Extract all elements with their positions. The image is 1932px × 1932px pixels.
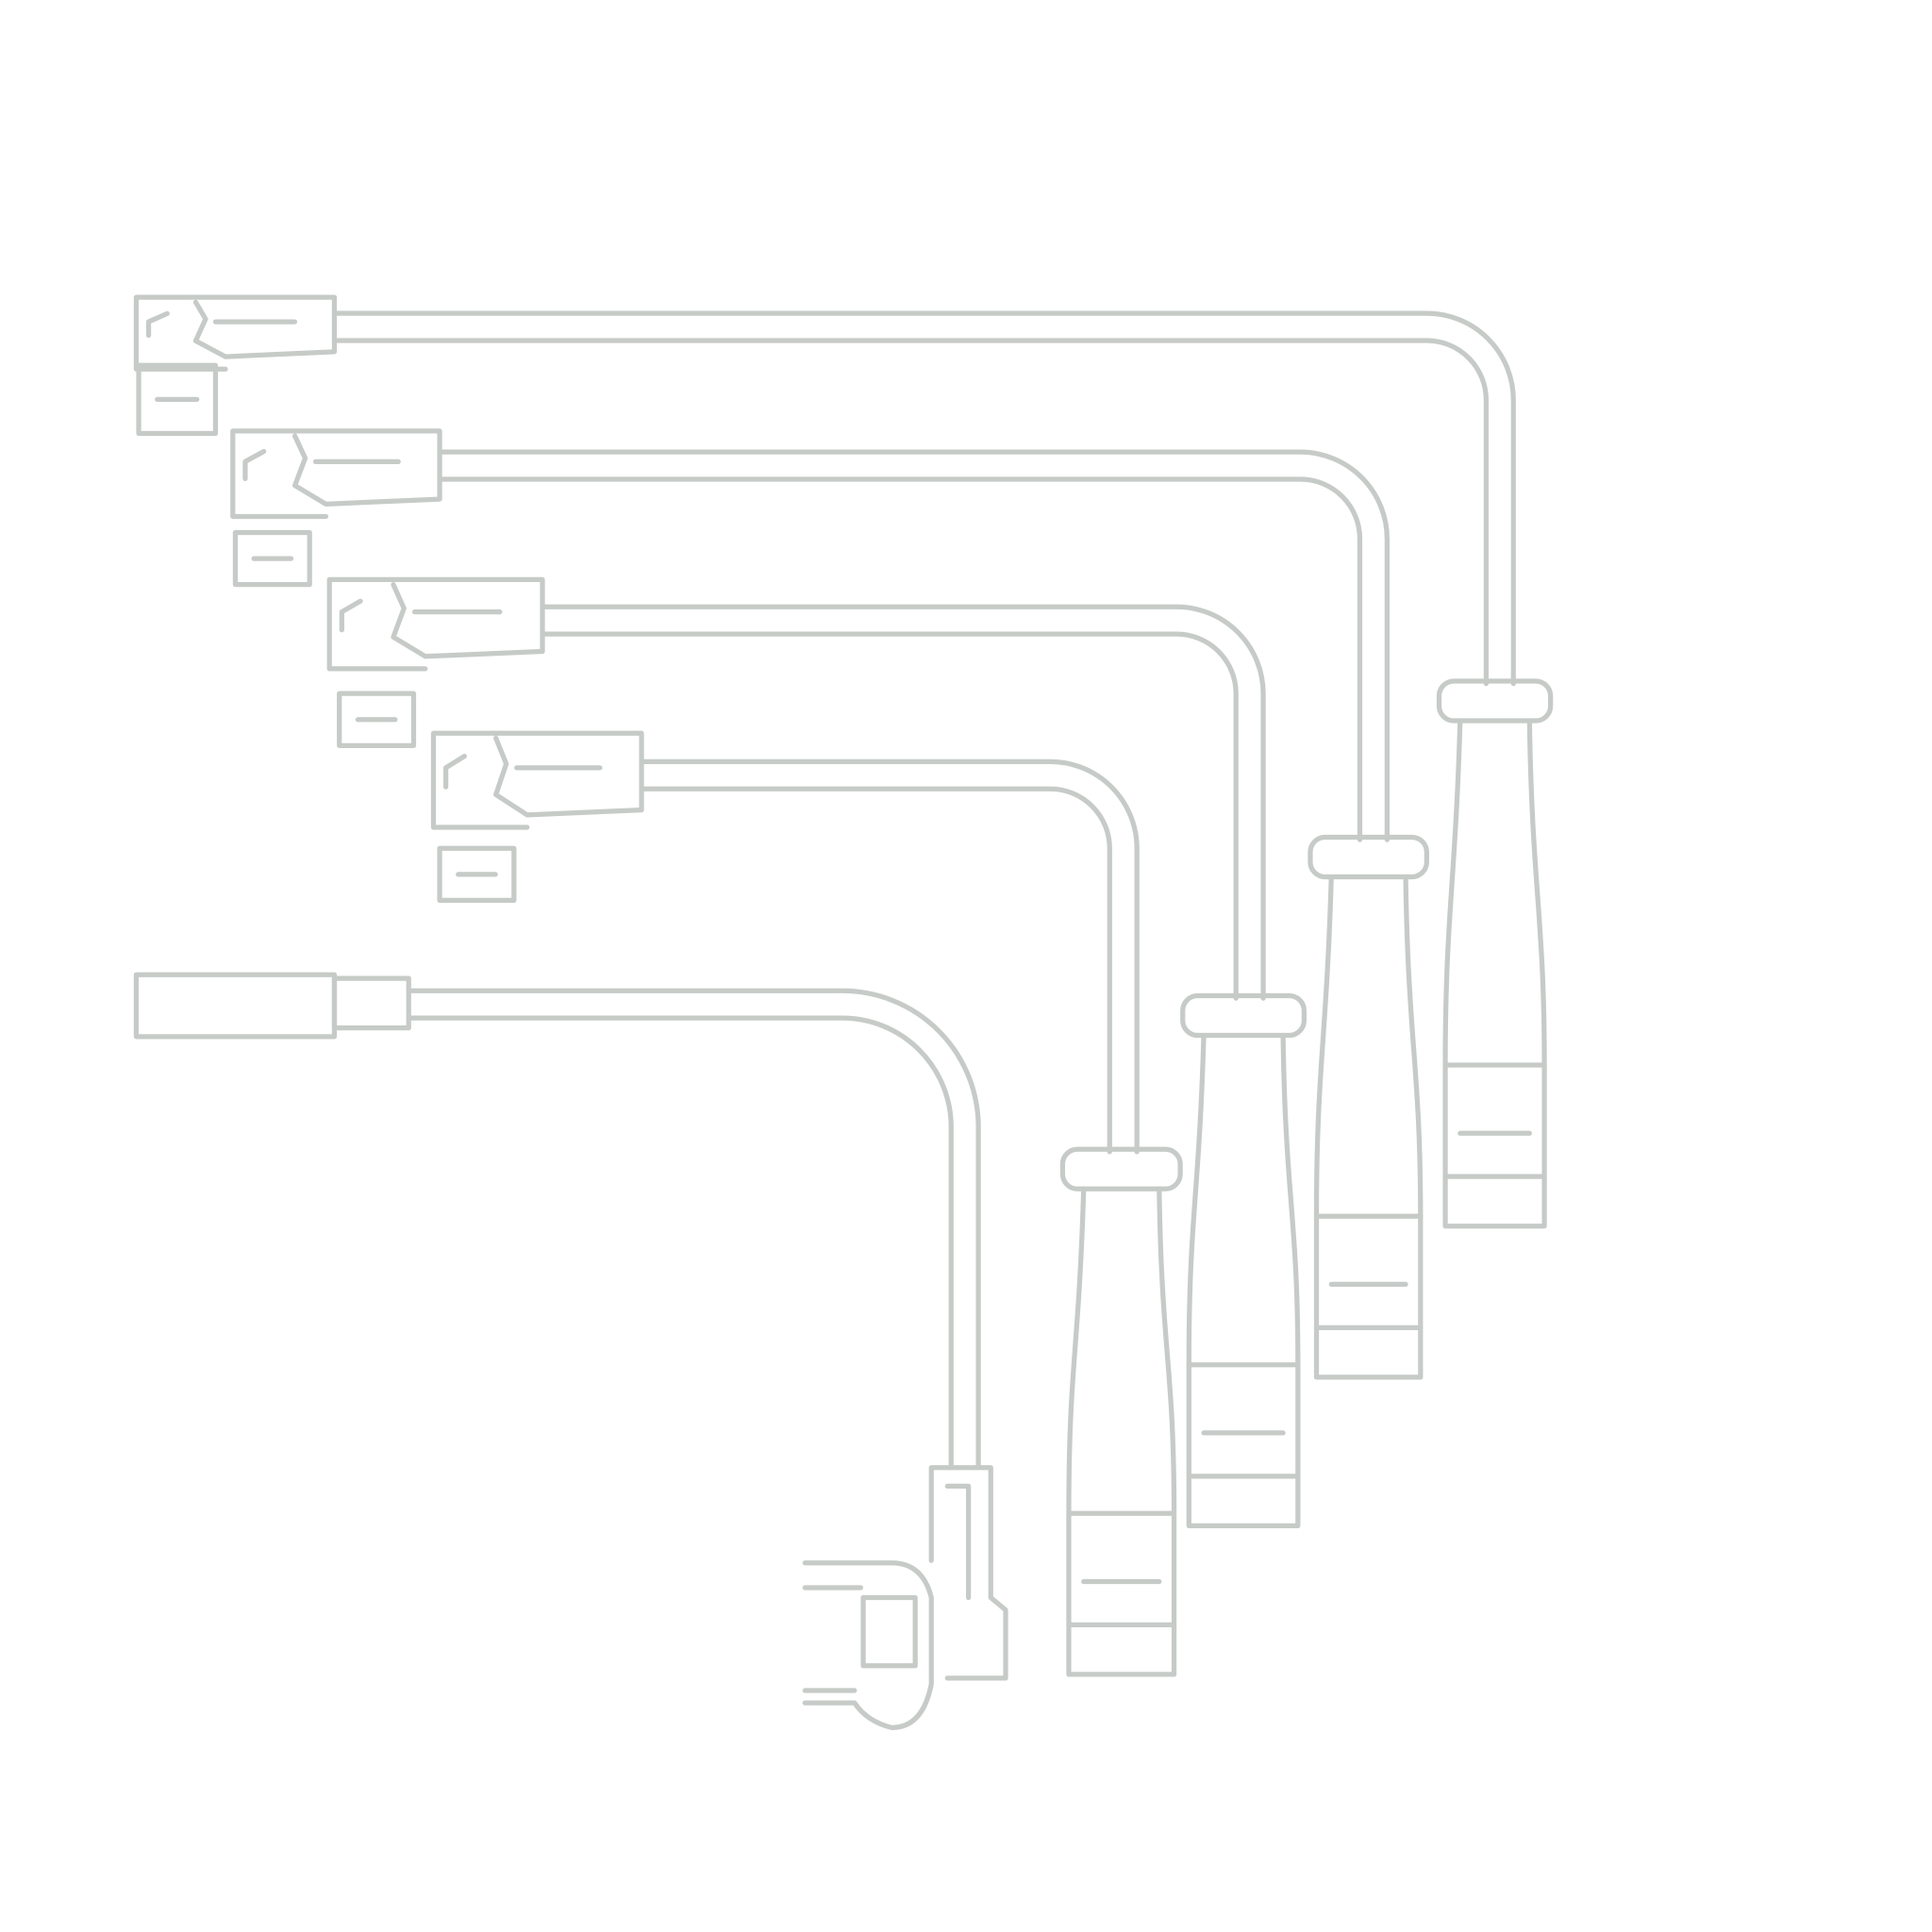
ignition-cable-1 [133, 294, 1554, 1229]
plug-boot [1442, 718, 1547, 1229]
cable-inner-line [406, 1015, 954, 1471]
angled-boot [326, 576, 545, 672]
sleeve-ring [1059, 1146, 1183, 1191]
cable-outer-line [406, 988, 981, 1471]
cable-inner-line [540, 631, 1239, 1001]
boot-collar [331, 975, 411, 1031]
boot-detail [242, 448, 401, 482]
clip-connector [928, 1465, 1008, 1681]
cable-inner-line [331, 338, 1490, 687]
spark-terminal [337, 691, 417, 748]
ignition-cable-4 [430, 730, 1183, 1677]
cable-outer-line [437, 449, 1390, 842]
plug-boot [1066, 1186, 1177, 1677]
sleeve-ring [1307, 834, 1429, 880]
cable-inner-line [437, 476, 1363, 842]
boot-detail [339, 598, 503, 633]
angled-boot [430, 730, 644, 830]
plug-boot [1313, 874, 1424, 1380]
boot-detail [145, 310, 298, 339]
angled-boot [230, 428, 442, 520]
cable-outer-line [639, 758, 1140, 1155]
angled-boot [133, 294, 338, 372]
spark-terminal [437, 845, 517, 904]
sleeve-ring [1436, 678, 1554, 724]
ignition-cable-3 [326, 576, 1307, 1529]
spark-terminal [136, 362, 219, 437]
sleeve-ring [1180, 992, 1307, 1039]
cable-inner-line [639, 786, 1112, 1155]
ignition-cable-2 [230, 428, 1429, 1380]
ignition-cable-5 [133, 972, 1008, 1731]
cable-outer-line [331, 310, 1516, 687]
spark-terminal [232, 529, 312, 588]
boot-detail [442, 753, 603, 790]
clip-bracket [802, 1560, 934, 1731]
plug-boot [1186, 1032, 1301, 1529]
straight-boot [133, 972, 338, 1040]
cable-outer-line [540, 604, 1266, 1001]
clip-window [860, 1594, 918, 1669]
